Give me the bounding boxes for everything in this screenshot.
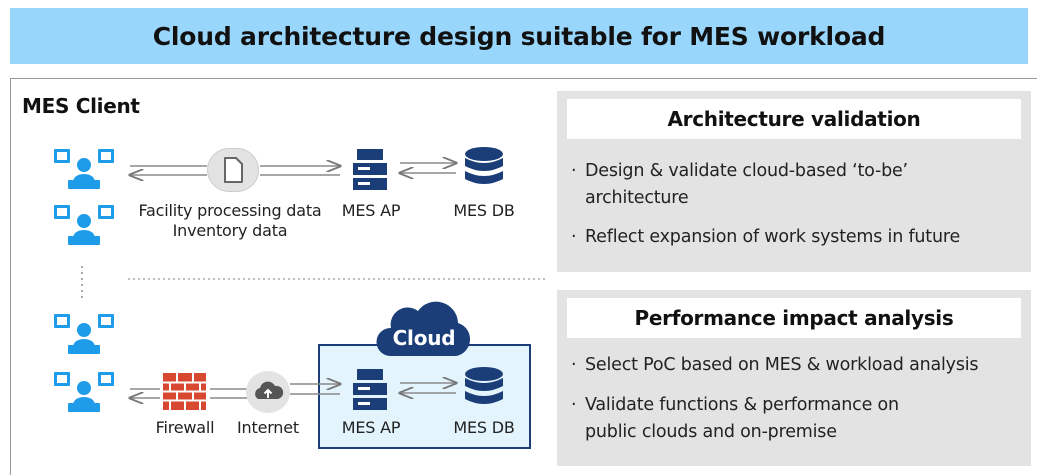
bullet-text: Validate functions & performance on: [585, 395, 899, 415]
internet-label: Internet: [237, 418, 299, 437]
architecture-validation-panel: Architecture validation · Design & valida…: [557, 91, 1031, 272]
mes-db-label: MES DB: [453, 201, 515, 220]
worker-icon: [54, 372, 114, 412]
bullet-dot: ·: [571, 395, 577, 415]
worker-icon: [54, 314, 114, 354]
panel-title: Performance impact analysis: [567, 298, 1021, 338]
worker-icon: [54, 149, 114, 189]
bullet-item: · Select PoC based on MES & workload anal…: [571, 352, 979, 379]
data-label: Facility processing data Inventory data: [130, 201, 330, 241]
firewall-label: Firewall: [155, 418, 215, 437]
bullet-text: public clouds and on-premise: [585, 422, 837, 442]
cloud-icon: [376, 301, 471, 356]
bullet-dot: ·: [571, 355, 577, 375]
bullet-item: · Validate functions & performance on pub…: [571, 392, 899, 446]
data-label-line: Facility processing data: [138, 201, 322, 220]
internet-icon: [246, 371, 290, 413]
cloud-label: Cloud: [392, 326, 456, 350]
database-icon: [465, 367, 503, 404]
page-title: Cloud architecture design suitable for M…: [152, 21, 886, 51]
mes-db-label: MES DB: [453, 418, 515, 437]
bullet-text: Reflect expansion of work systems in fut…: [585, 227, 961, 247]
panel-title: Architecture validation: [567, 99, 1021, 139]
mes-ap-label: MES AP: [341, 201, 401, 220]
bullet-item: · Design & validate cloud-based ‘to-be’ a…: [571, 158, 908, 212]
bullet-dot: ·: [571, 161, 577, 181]
data-label-line: Inventory data: [172, 221, 288, 240]
bullet-dot: ·: [571, 227, 577, 247]
bullet-item: · Reflect expansion of work systems in fu…: [571, 224, 960, 251]
performance-impact-panel: Performance impact analysis · Select PoC …: [557, 290, 1031, 466]
title-banner: Cloud architecture design suitable for M…: [10, 8, 1028, 64]
bullet-text: Select PoC based on MES & workload analy…: [585, 355, 979, 375]
client-label: MES Client: [22, 94, 140, 118]
document-icon: [207, 148, 259, 192]
diagram-frame: [10, 78, 1037, 475]
mes-ap-label: MES AP: [341, 418, 401, 437]
firewall-icon: [163, 373, 206, 410]
database-icon: [465, 147, 503, 184]
worker-icon: [54, 205, 114, 245]
bullet-text: Design & validate cloud-based ‘to-be’: [585, 161, 908, 181]
server-icon: [353, 149, 387, 190]
bullet-text: architecture: [585, 188, 689, 208]
server-icon: [353, 369, 387, 410]
